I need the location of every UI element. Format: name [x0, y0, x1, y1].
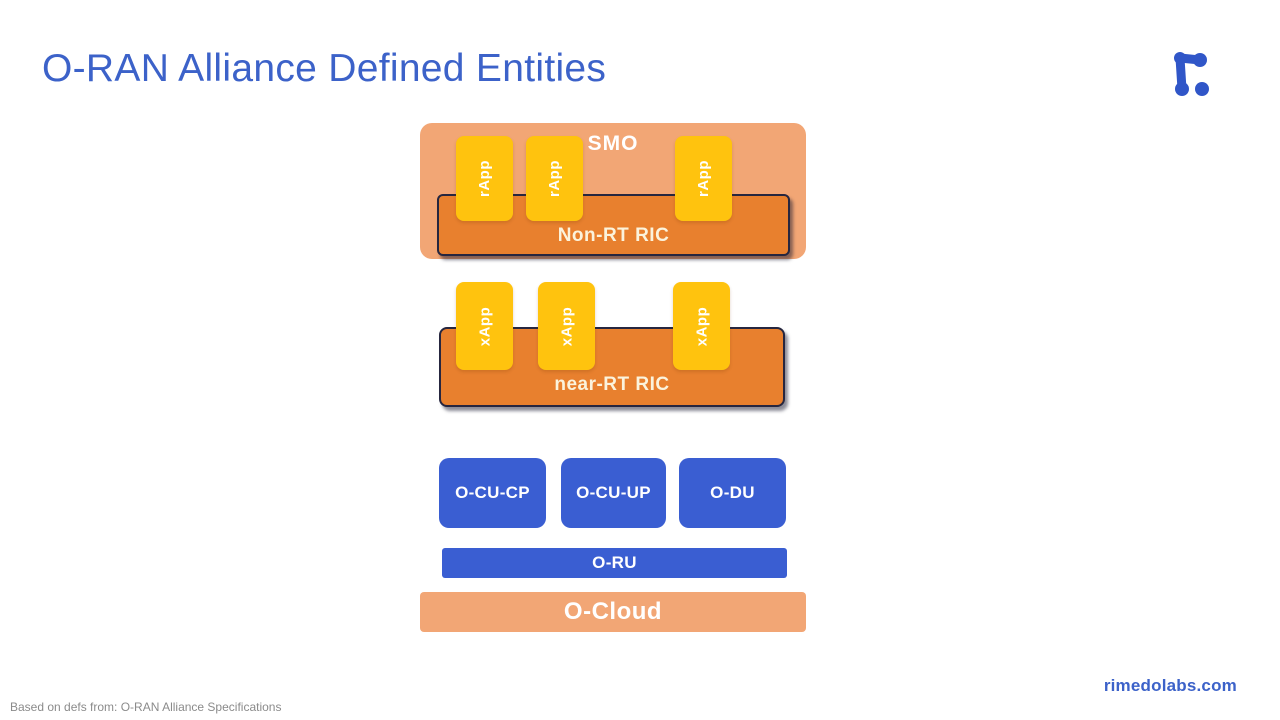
- rapp-box: rApp: [526, 136, 583, 221]
- smo-block: SMO Non-RT RIC rApp rApp rApp: [420, 123, 806, 259]
- xapp-box: xApp: [456, 282, 513, 370]
- rapp-label: rApp: [695, 160, 712, 197]
- smo-label: SMO: [587, 132, 639, 155]
- rimedo-labs-logo-icon: [1174, 52, 1209, 96]
- o-cu-cp-block: O-CU-CP: [439, 458, 546, 528]
- rapp-label: rApp: [476, 160, 493, 197]
- xapp-box: xApp: [673, 282, 730, 370]
- non-rt-ric-label: Non-RT RIC: [557, 225, 670, 246]
- website-link: rimedolabs.com: [1103, 676, 1237, 695]
- xapp-label: xApp: [558, 306, 575, 346]
- o-cloud-block: O-Cloud: [420, 592, 806, 632]
- xapp-box: xApp: [538, 282, 595, 370]
- near-rt-ric-label: near-RT RIC: [554, 374, 670, 395]
- o-du-block: O-DU: [679, 458, 786, 528]
- rapp-label: rApp: [546, 160, 563, 197]
- rapp-box: rApp: [456, 136, 513, 221]
- xapp-label: xApp: [693, 306, 710, 346]
- o-cu-up-block: O-CU-UP: [561, 458, 666, 528]
- page-title: O-RAN Alliance Defined Entities: [42, 47, 607, 90]
- footer-note: Based on defs from: O-RAN Alliance Speci…: [10, 700, 282, 714]
- xapp-label: xApp: [476, 306, 493, 346]
- o-ru-block: O-RU: [442, 548, 787, 578]
- rapp-box: rApp: [675, 136, 732, 221]
